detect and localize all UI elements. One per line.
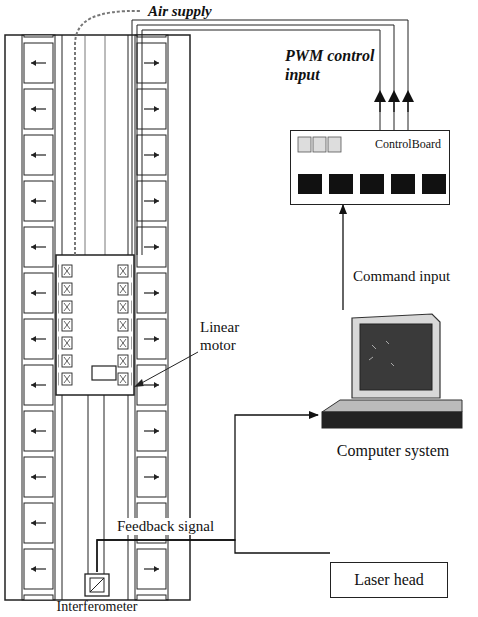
laser-head: Laser head [330,562,448,598]
connector [97,540,330,572]
node-text: ControlBoard [375,137,441,152]
computer-system: Computer system [318,310,468,460]
connector [97,415,318,572]
control-board: ControlBoard [290,130,450,205]
node-text: Computer system [337,442,449,460]
connector [342,205,343,310]
signal-label: PWM control input [285,46,377,84]
air-supply-label: Air supply [148,2,212,20]
edge-label: Command input [351,268,452,285]
edge-label: Feedback signal [115,518,216,535]
node-text: Laser head [354,571,424,589]
interferometer: Interferometer [37,572,157,615]
node-text: Interferometer [57,599,138,615]
part-label: Linear motor [200,318,255,354]
